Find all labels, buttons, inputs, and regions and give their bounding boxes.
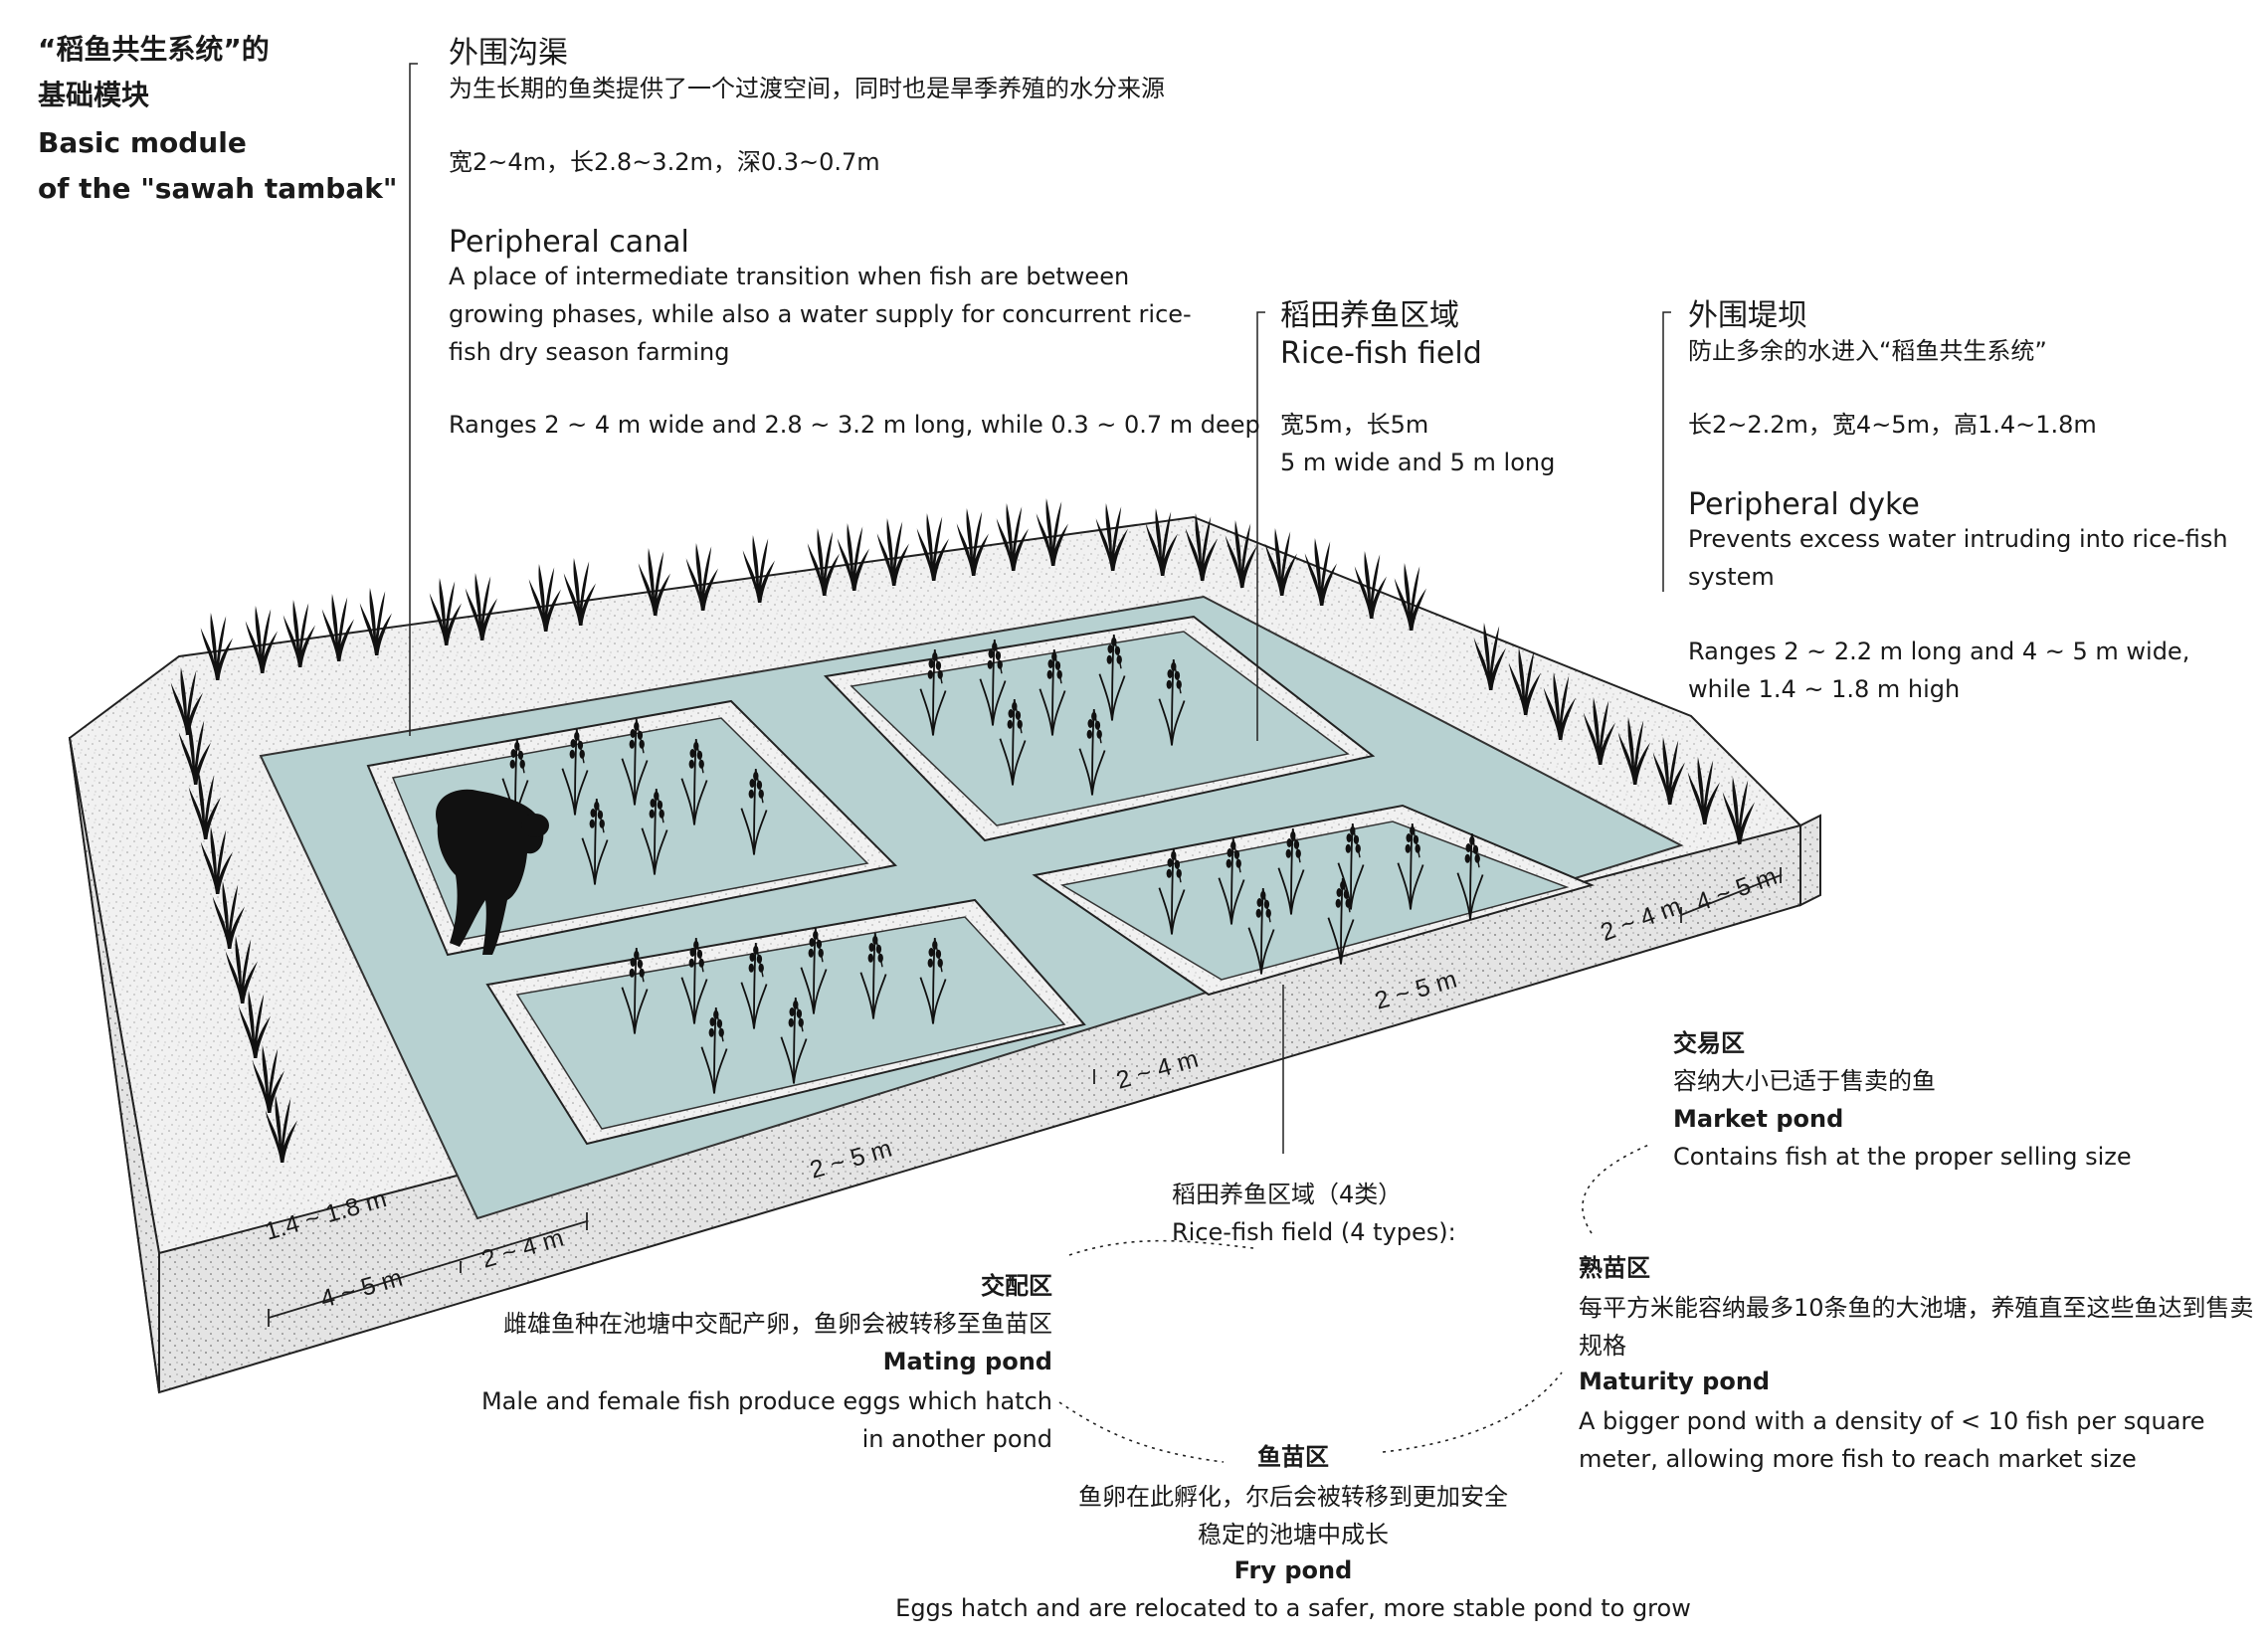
dyke-en-title: Peripheral dyke [1688,487,1920,522]
canal-en-title: Peripheral canal [449,225,689,260]
market-zh-desc: 容纳大小已适于售卖的鱼 [1673,1067,1936,1095]
dyke-zh-desc: 防止多余的水进入“稻鱼共生系统” [1688,337,2047,365]
maturity-en-desc: A bigger pond with a density of < 10 fis… [1579,1407,2205,1473]
market-zh-title: 交易区 [1673,1029,1745,1057]
canal-en-dims: Ranges 2 ~ 4 m wide and 2.8 ~ 3.2 m long… [449,411,1260,439]
title-zh-line2: 基础模块 [38,79,150,111]
fry-zh-desc: 鱼卵在此孵化，尔后会被转移到更加安全稳定的池塘中成长 [1078,1483,1508,1549]
canal-zh-dims: 宽2~4m，长2.8~3.2m，深0.3~0.7m [449,148,880,176]
canal-zh-title: 外围沟渠 [449,36,568,71]
field-en-dims: 5 m wide and 5 m long [1280,449,1556,476]
maturity-zh-desc: 每平方米能容纳最多10条鱼的大池塘，养殖直至这些鱼达到售卖规格 [1579,1294,2254,1360]
flow-curves [1058,1143,1652,1463]
title-en-line2: of the "sawah tambak" [38,172,398,205]
dyke-en-desc: Prevents excess water intruding into ric… [1688,525,2228,591]
dyke-zh-title: 外围堤坝 [1688,298,1807,333]
market-en-title: Market pond [1673,1105,1844,1133]
mating-zh-desc: 雌雄鱼种在池塘中交配产卵，鱼卵会被转移至鱼苗区 [503,1310,1052,1338]
fry-en-title: Fry pond [1233,1556,1353,1584]
field-zh-title: 稻田养鱼区域 [1280,298,1459,333]
fry-zh-title: 鱼苗区 [1257,1443,1329,1471]
field-types-zh: 稻田养鱼区域（4类） [1172,1181,1403,1208]
mating-en-title: Mating pond [882,1348,1052,1375]
dyke-en-dims: Ranges 2 ~ 2.2 m long and 4 ~ 5 m wide, … [1688,638,2190,703]
field-en-title: Rice-fish field [1280,336,1482,371]
farmer-silhouette [436,789,549,955]
field-zh-dims: 宽5m，长5m [1280,411,1429,439]
dyke-right-face [1799,814,1821,907]
mating-en-desc: Male and female fish produce eggs which … [480,1387,1052,1453]
dyke-left-slope [69,737,160,1393]
mating-zh-title: 交配区 [981,1272,1052,1300]
title-en-line1: Basic module [38,126,247,159]
maturity-en-title: Maturity pond [1579,1368,1771,1395]
leader-lines [409,63,1671,1154]
canal-en-desc: A place of intermediate transition when … [449,263,1192,366]
canal-zh-desc: 为生长期的鱼类提供了一个过渡空间，同时也是旱季养殖的水分来源 [449,75,1165,102]
market-en-desc: Contains fish at the proper selling size [1673,1143,2132,1171]
maturity-zh-title: 熟苗区 [1579,1254,1650,1282]
title-zh-line1: “稻鱼共生系统”的 [38,33,270,66]
fry-en-desc: Eggs hatch and are relocated to a safer,… [895,1594,1691,1622]
dyke-zh-dims: 长2~2.2m，宽4~5m，高1.4~1.8m [1688,411,2097,439]
dimension-lines [268,867,1782,1327]
field-types-en: Rice-fish field (4 types): [1172,1218,1456,1246]
